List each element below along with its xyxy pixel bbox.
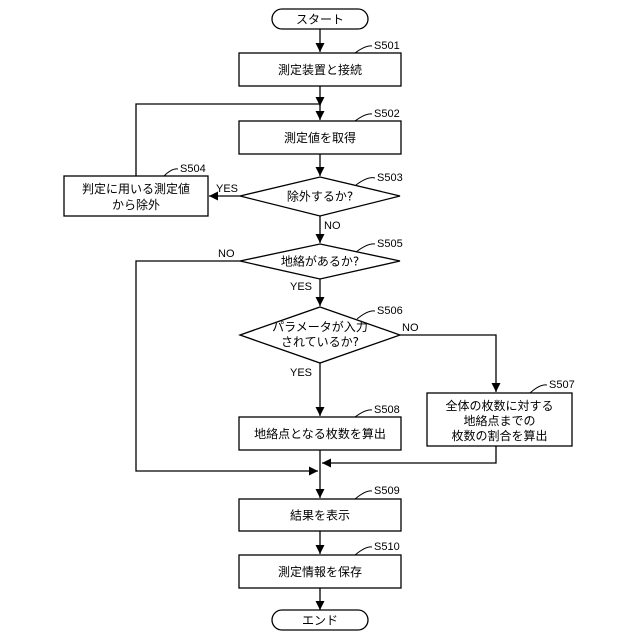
step-label-s507: S507: [549, 379, 575, 391]
step-label-s506: S506: [377, 305, 403, 317]
leader-s502: [355, 114, 372, 121]
leader-s509: [355, 491, 372, 499]
leader-s508: [355, 410, 372, 417]
branch-s503-yes: YES: [216, 183, 238, 195]
s507-text-line3: 枚数の割合を算出: [451, 428, 547, 443]
s504-text-line1: 判定に用いる測定値: [82, 181, 190, 196]
branch-s505-no: NO: [218, 248, 235, 260]
process-s502: 測定値を取得: [239, 121, 401, 154]
branch-s505-yes: YES: [290, 281, 312, 293]
leader-s503: [356, 178, 375, 185]
process-s510: 測定情報を保存: [239, 555, 401, 588]
s507-text-line2: 地絡点までの: [463, 413, 535, 428]
step-label-s503: S503: [377, 172, 403, 184]
leader-s510: [355, 547, 372, 555]
leader-s505: [356, 244, 375, 252]
step-label-s501: S501: [374, 40, 400, 52]
branch-s503-no: NO: [324, 220, 341, 232]
s505-text: 地絡があるか?: [281, 254, 359, 269]
leader-s506: [357, 311, 375, 319]
step-label-s510: S510: [374, 541, 400, 553]
branch-s506-yes: YES: [290, 367, 312, 379]
process-s504: 判定に用いる測定値 から除外: [64, 176, 208, 216]
leader-s504: [164, 169, 178, 176]
s506-text-line1: パラメータが入力: [272, 319, 368, 334]
s501-text: 測定装置と接続: [278, 62, 362, 77]
decision-s503: 除外するか?: [240, 177, 400, 216]
s504-text-line2: から除外: [112, 197, 160, 212]
process-s508: 地絡点となる枚数を算出: [239, 417, 401, 450]
decision-s505: 地絡があるか?: [240, 244, 400, 279]
end-terminal: エンド: [272, 610, 368, 630]
start-terminal: スタート: [272, 9, 368, 29]
end-label: エンド: [302, 614, 338, 628]
step-label-s505: S505: [377, 238, 403, 250]
process-s509: 結果を表示: [239, 499, 401, 531]
step-label-s504: S504: [180, 163, 206, 175]
s508-text: 地絡点となる枚数を算出: [254, 426, 386, 441]
s506-text-line2: されているか?: [281, 335, 359, 349]
leader-s501: [355, 46, 372, 53]
step-label-s508: S508: [374, 404, 400, 416]
arrow-s506-no-s507: [400, 335, 496, 392]
step-label-s502: S502: [374, 108, 400, 120]
step-label-s509: S509: [374, 485, 400, 497]
s509-text: 結果を表示: [290, 509, 350, 523]
s510-text: 測定情報を保存: [278, 564, 362, 579]
start-label: スタート: [296, 13, 344, 27]
branch-s506-no: NO: [402, 322, 419, 334]
s502-text: 測定値を取得: [284, 130, 356, 145]
leader-s507: [530, 385, 547, 393]
process-s507: 全体の枚数に対する 地絡点までの 枚数の割合を算出: [427, 393, 572, 446]
step-labels: S501 S502 S503 S504 S505 S506 S507 S508 …: [164, 40, 575, 555]
decision-s506: パラメータが入力 されているか?: [240, 307, 400, 363]
process-s501: 測定装置と接続: [239, 53, 401, 86]
s507-text-line1: 全体の枚数に対する: [445, 398, 553, 413]
s503-text: 除外するか?: [287, 189, 353, 204]
